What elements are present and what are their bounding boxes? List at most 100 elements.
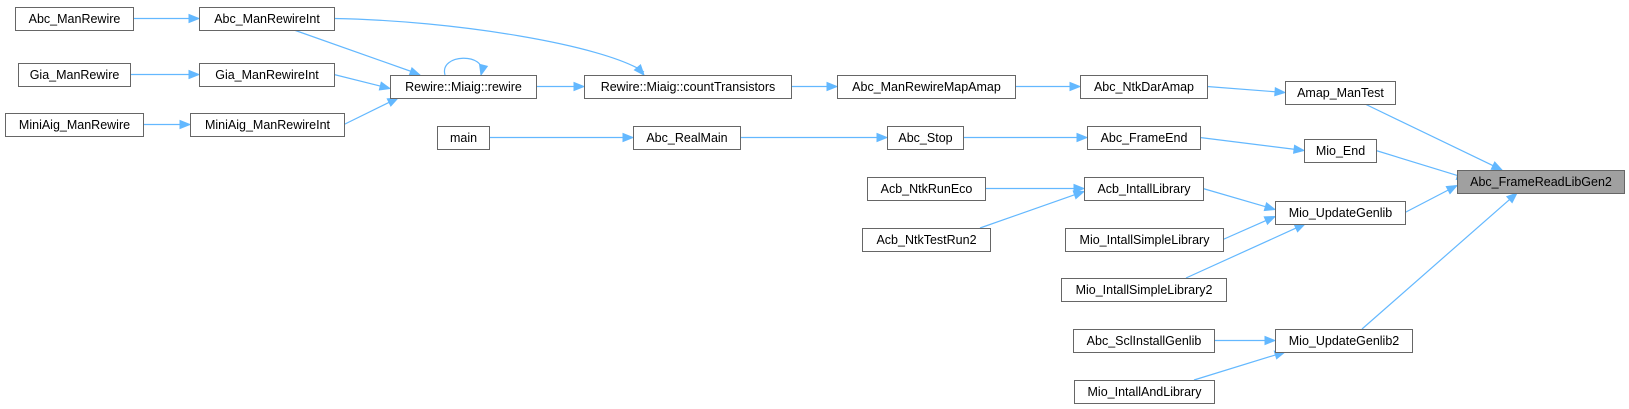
edge-arrowhead [1264,335,1277,346]
node-main[interactable]: main [437,126,490,150]
node-label: Abc_FrameEnd [1101,131,1188,145]
node-label: Mio_IntallAndLibrary [1088,385,1203,399]
edge-miniaig-manrewireint-to-rewire-miaig-rewire [343,97,400,126]
node-abc-manrewireint[interactable]: Abc_ManRewireInt [199,7,335,31]
edge-arrowhead [876,132,889,143]
node-abc-realmain[interactable]: Abc_RealMain [633,126,741,150]
node-box [837,75,1016,99]
node-gia-manrewire[interactable]: Gia_ManRewire [18,63,131,87]
node-acb-ntktestrun2[interactable]: Acb_NtkTestRun2 [862,228,991,252]
node-box [1087,126,1201,150]
node-label: Abc_RealMain [646,131,727,145]
node-abc-ntkdaramap[interactable]: Abc_NtkDarAmap [1080,75,1208,99]
edge-abc-manrewire-to-abc-manrewireint [133,13,201,24]
edge-line [1404,189,1450,214]
node-mio-intallsimplelibrary2[interactable]: Mio_IntallSimpleLibrary2 [1061,278,1227,302]
edge-line [1222,219,1268,241]
edge-rewire-miaig-rewire-to-rewire-miaig-rewire [444,57,489,77]
node-rewire-miaig-counttransistors[interactable]: Rewire::Miaig::countTransistors [584,75,792,99]
edge-arrowhead [378,81,392,91]
edge-arrowhead [188,13,201,24]
edge-abc-stop-to-abc-frameend [963,132,1089,143]
edge-arrowhead [408,67,422,76]
edge-arrowhead [1263,202,1277,212]
node-box [1457,170,1625,194]
node-box [887,126,964,150]
edge-arrowhead [826,81,839,92]
node-box [190,113,345,137]
edge-line [333,73,382,87]
node-box [633,126,741,150]
node-abc-frameend[interactable]: Abc_FrameEnd [1087,126,1201,150]
edge-main-to-abc-realmain [489,132,635,143]
node-mio-intallsimplelibrary[interactable]: Mio_IntallSimpleLibrary [1065,228,1224,252]
edge-abc-sclinstallgenlib-to-mio-updategenlib2 [1214,335,1277,346]
node-box [437,126,490,150]
edge-line [979,193,1076,229]
edge-line [1185,227,1298,279]
edge-arrowhead [1505,192,1519,204]
node-label: Rewire::Miaig::countTransistors [601,80,776,94]
node-box [1275,201,1406,225]
edge-gia-manrewireint-to-rewire-miaig-rewire [333,73,392,91]
edge-abc-frameend-to-mio-end [1199,136,1306,154]
node-abc-framereadlibgen2[interactable]: Abc_FrameReadLibGen2 [1457,170,1625,194]
node-mio-end[interactable]: Mio_End [1304,139,1377,163]
edge-mio-updategenlib2-to-abc-framereadlibgen2 [1361,192,1519,330]
node-box [1080,75,1208,99]
edge-line [343,101,391,126]
node-mio-updategenlib2[interactable]: Mio_UpdateGenlib2 [1275,329,1413,353]
edge-line [1199,136,1296,150]
edge-arrowhead [573,81,586,92]
node-box [15,7,134,31]
edge-arrowhead [1292,144,1306,154]
edge-arrowhead [622,132,635,143]
node-box [1073,329,1215,353]
node-label: Gia_ManRewire [30,68,120,82]
node-box [862,228,991,252]
node-label: Abc_ManRewireInt [214,12,320,26]
node-miniaig-manrewire[interactable]: MiniAig_ManRewire [5,113,144,137]
edge-mio-intallandlibrary-to-mio-updategenlib2 [1193,350,1287,381]
edge-line [1364,103,1495,167]
node-box [1285,81,1396,105]
node-rewire-miaig-rewire[interactable]: Rewire::Miaig::rewire [390,75,537,99]
node-label: Rewire::Miaig::rewire [405,80,522,94]
edge-line [1202,187,1267,208]
edge-mio-intallsimplelibrary-to-mio-updategenlib [1222,215,1277,241]
node-label: Mio_UpdateGenlib2 [1289,334,1400,348]
node-amap-mantest[interactable]: Amap_ManTest [1285,81,1396,105]
edge-amap-mantest-to-abc-framereadlibgen2 [1364,103,1504,171]
nodes-layer: Abc_FrameReadLibGen2Amap_ManTestMio_EndM… [5,7,1625,404]
node-acb-ntkruneco[interactable]: Acb_NtkRunEco [867,177,986,201]
edge-line [293,29,418,75]
node-abc-sclinstallgenlib[interactable]: Abc_SclInstallGenlib [1073,329,1215,353]
edge-line [333,17,645,73]
node-mio-intallandlibrary[interactable]: Mio_IntallAndLibrary [1074,380,1215,404]
edge-arrowhead [478,63,489,77]
edge-mio-updategenlib-to-abc-framereadlibgen2 [1404,184,1459,214]
edge-acb-intalllibrary-to-mio-updategenlib [1202,187,1277,212]
edge-arrowhead [1490,161,1504,171]
node-mio-updategenlib[interactable]: Mio_UpdateGenlib [1275,201,1406,225]
node-abc-stop[interactable]: Abc_Stop [887,126,964,150]
edge-arrowhead [386,97,400,107]
node-acb-intalllibrary[interactable]: Acb_IntallLibrary [1084,177,1204,201]
node-abc-manrewiremapamap[interactable]: Abc_ManRewireMapAmap [837,75,1016,99]
edge-arrowhead [633,63,645,77]
node-box [199,7,335,31]
node-miniaig-manrewireint[interactable]: MiniAig_ManRewireInt [190,113,345,137]
edge-acb-ntktestrun2-to-acb-intalllibrary [979,190,1086,229]
node-label: Mio_IntallSimpleLibrary2 [1076,283,1213,297]
edge-arrowhead [179,119,192,130]
node-gia-manrewireint[interactable]: Gia_ManRewireInt [199,63,335,87]
node-box [1275,329,1413,353]
edge-arrowhead [1274,86,1287,97]
edge-arrowhead [1076,132,1089,143]
edge-miniaig-manrewire-to-miniaig-manrewireint [143,119,192,130]
edge-arrowhead [1072,190,1086,200]
node-label: Acb_NtkRunEco [881,182,973,196]
node-box [5,113,144,137]
node-abc-manrewire[interactable]: Abc_ManRewire [15,7,134,31]
